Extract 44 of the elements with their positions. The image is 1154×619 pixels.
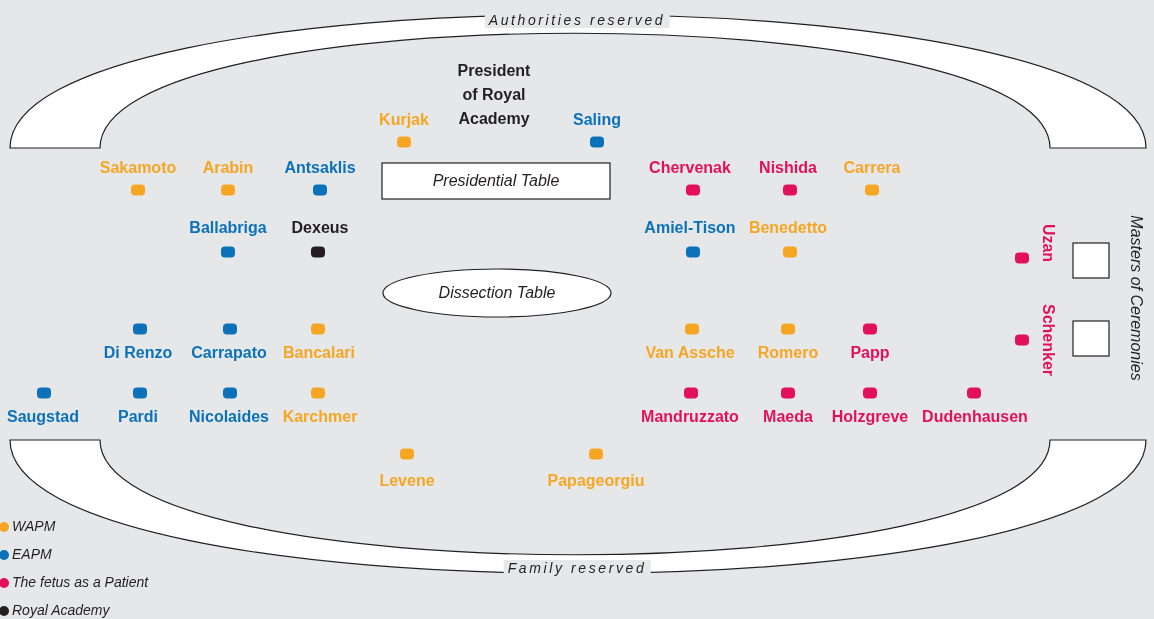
person-name: Maeda: [763, 408, 813, 426]
person-name: Di Renzo: [103, 344, 173, 362]
person-name: Sakamoto: [99, 159, 177, 177]
person-name: Ballabriga: [189, 219, 267, 237]
seat-title: President of Royal Academy: [456, 61, 532, 129]
side-label: Masters of Ceremonies: [1127, 215, 1145, 381]
person-name: Kurjak: [379, 111, 429, 129]
area-label: Family reserved: [503, 560, 651, 576]
person-name: Carrapato: [191, 344, 267, 362]
table-shape: [381, 162, 611, 200]
person-name: Chervenak: [649, 159, 731, 177]
person-name: Carrera: [843, 159, 901, 177]
person-name: Antsaklis: [284, 159, 356, 177]
person-name: Bancalari: [283, 344, 355, 362]
person-name: Holzgreve: [831, 408, 909, 426]
person-name: Dexeus: [291, 219, 349, 237]
table-label: Presidential Table: [432, 172, 560, 190]
person-name: Romero: [757, 344, 819, 362]
person-name: Arabin: [202, 159, 254, 177]
table-shape: [382, 268, 612, 318]
person-name: Mandruzzato: [641, 408, 739, 426]
person-name: Karchmer: [282, 408, 358, 426]
legend-label: EAPM: [12, 546, 52, 562]
person-name: Papp: [850, 344, 890, 362]
table-label: Dissection Table: [438, 284, 556, 302]
person-name: Uzan: [1039, 223, 1057, 263]
person-name: Levene: [379, 472, 435, 490]
person-name: Amiel-Tison: [644, 219, 736, 237]
person-name: Dudenhausen: [922, 408, 1028, 426]
person-name: Pardi: [118, 408, 158, 426]
person-name: Saling: [573, 111, 621, 129]
legend-label: Royal Academy: [12, 602, 110, 618]
seat-box: [1072, 320, 1110, 357]
area-label: Authorities reserved: [484, 12, 670, 28]
person-name: Papageorgiu: [547, 472, 645, 490]
person-name: Van Assche: [645, 344, 735, 362]
legend-label: The fetus as a Patient: [12, 574, 149, 590]
person-name: Schenker: [1039, 304, 1057, 376]
legend-label: WAPM: [12, 518, 56, 534]
person-name: Saugstad: [7, 408, 79, 426]
person-name: Benedetto: [748, 219, 828, 237]
person-name: Nishida: [759, 159, 817, 177]
person-name: Nicolaides: [189, 408, 269, 426]
seat-box: [1072, 242, 1110, 279]
